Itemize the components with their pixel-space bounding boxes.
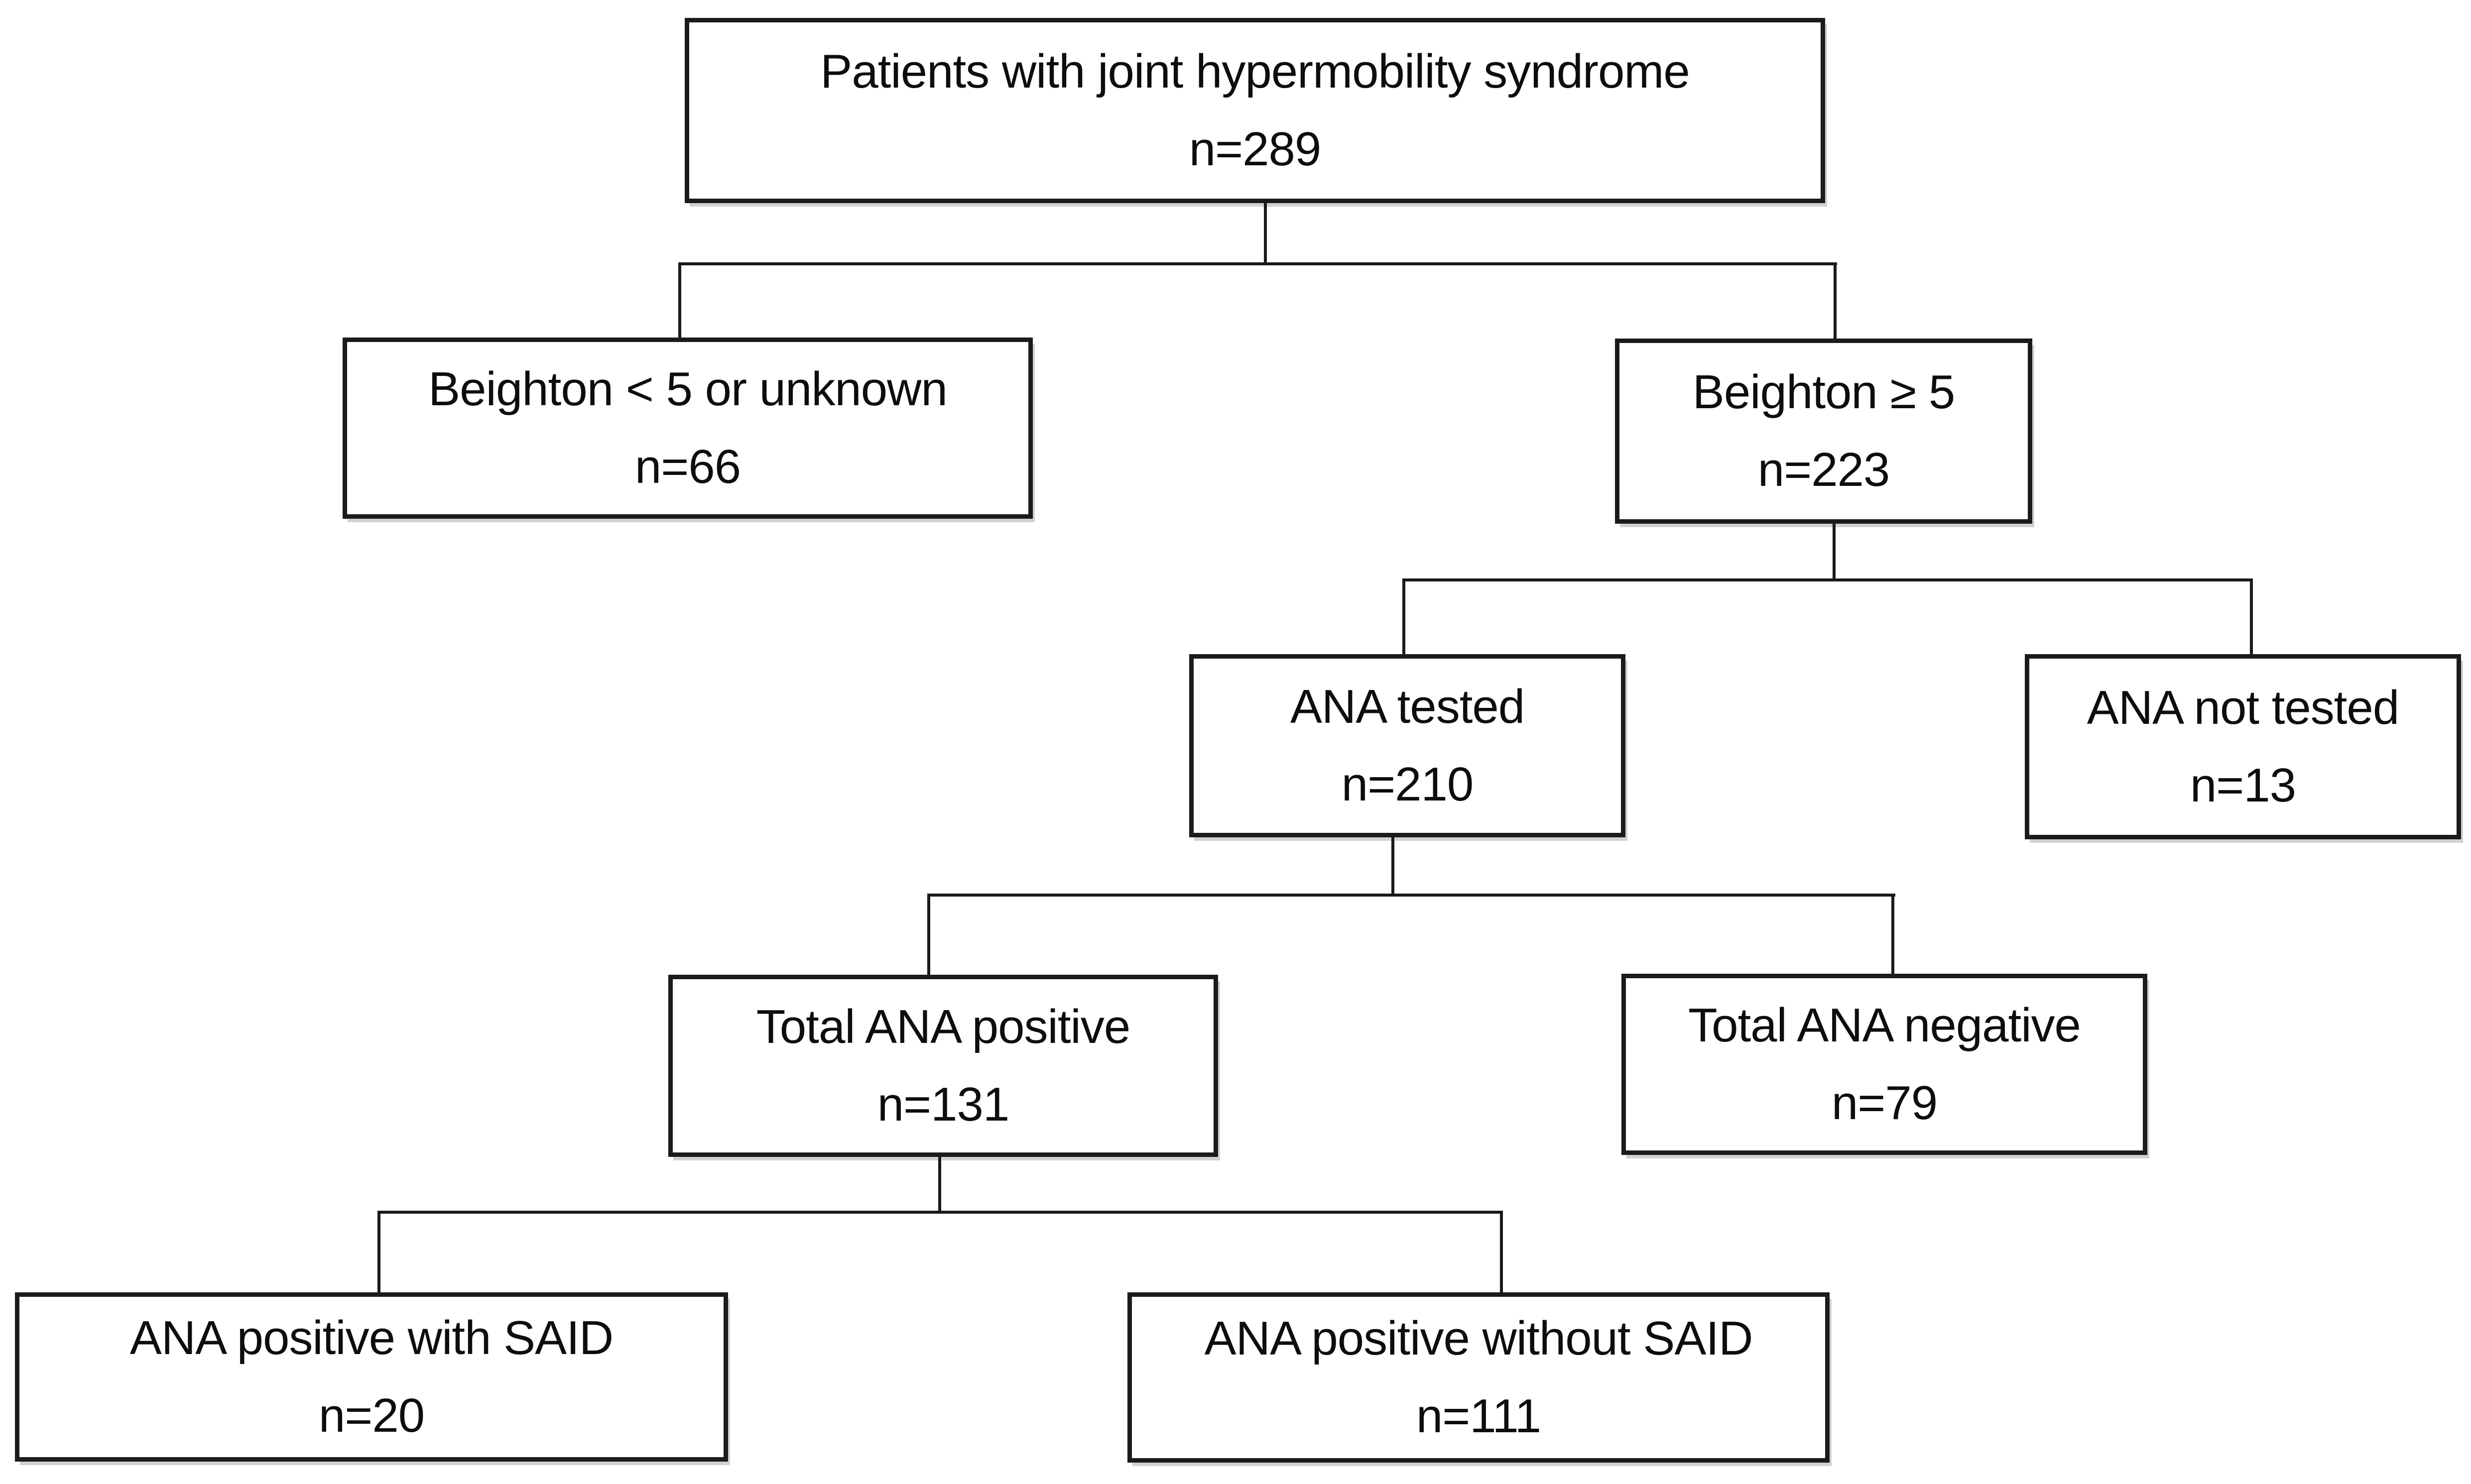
connector-root-stem (1264, 200, 1267, 265)
connector-ana-tested-stem (1391, 835, 1394, 896)
connector-beighton-high-drop-left (1402, 578, 1405, 657)
flow-node-beighton-low: Beighton < 5 or unknown n=66 (343, 338, 1033, 519)
flow-node-root-label: Patients with joint hypermobility syndro… (820, 45, 1690, 99)
flow-node-total-ana-negative-label: Total ANA negative (1688, 999, 2081, 1052)
flow-node-ana-pos-without-said-count: n=111 (1416, 1389, 1541, 1443)
connector-ana-positive-drop-left (377, 1211, 380, 1294)
connector-ana-tested-drop-right (1891, 894, 1894, 976)
flow-node-root-count: n=289 (1189, 122, 1322, 176)
connector-ana-tested-bar (927, 894, 1895, 897)
flow-node-ana-tested-count: n=210 (1341, 758, 1474, 811)
flow-node-total-ana-positive-label: Total ANA positive (756, 1000, 1130, 1054)
flow-node-ana-not-tested-label: ANA not tested (2087, 681, 2399, 735)
flow-node-beighton-high: Beighton ≥ 5 n=223 (1615, 339, 2032, 524)
flow-node-ana-pos-without-said: ANA positive without SAID n=111 (1127, 1292, 1830, 1463)
flow-node-beighton-high-label: Beighton ≥ 5 (1692, 365, 1955, 419)
flow-node-beighton-low-count: n=66 (634, 440, 741, 493)
flow-node-ana-pos-without-said-label: ANA positive without SAID (1204, 1312, 1753, 1366)
flow-node-total-ana-positive: Total ANA positive n=131 (668, 975, 1218, 1157)
flow-node-root: Patients with joint hypermobility syndro… (685, 18, 1825, 203)
flow-node-ana-not-tested: ANA not tested n=13 (2025, 654, 2461, 839)
connector-ana-positive-bar (377, 1211, 1503, 1214)
flow-node-ana-tested: ANA tested n=210 (1189, 654, 1625, 837)
flow-node-ana-not-tested-count: n=13 (2190, 759, 2296, 812)
flow-node-total-ana-negative-count: n=79 (1831, 1076, 1938, 1130)
connector-ana-positive-drop-right (1500, 1211, 1503, 1294)
flow-node-ana-pos-with-said-count: n=20 (318, 1389, 425, 1442)
flow-node-beighton-low-label: Beighton < 5 or unknown (428, 362, 948, 416)
connector-root-drop-left (678, 262, 681, 340)
connector-beighton-high-bar (1402, 578, 2253, 581)
connector-root-drop-right (1834, 262, 1837, 341)
flow-node-total-ana-positive-count: n=131 (877, 1078, 1010, 1131)
connector-root-bar (678, 262, 1837, 265)
connector-ana-positive-stem (938, 1155, 941, 1213)
connector-beighton-high-stem (1833, 522, 1836, 581)
flow-node-ana-pos-with-said: ANA positive with SAID n=20 (15, 1292, 728, 1462)
flow-node-ana-pos-with-said-label: ANA positive with SAID (129, 1311, 614, 1365)
connector-ana-tested-drop-left (927, 894, 930, 977)
flow-node-ana-tested-label: ANA tested (1290, 680, 1525, 734)
connector-beighton-high-drop-right (2250, 578, 2253, 657)
flow-node-total-ana-negative: Total ANA negative n=79 (1621, 974, 2147, 1155)
flow-node-beighton-high-count: n=223 (1757, 443, 1890, 496)
